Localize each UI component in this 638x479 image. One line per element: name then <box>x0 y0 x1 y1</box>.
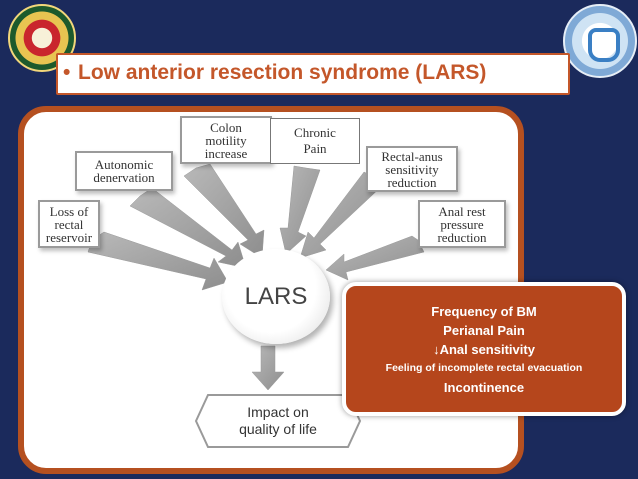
chronic-pain-box: Chronic Pain <box>270 118 360 164</box>
symptom-frequency-bm: Frequency of BM <box>431 303 537 319</box>
impact-quality-of-life: Impact on quality of life <box>194 393 362 449</box>
title-bullet: • <box>63 61 71 84</box>
impact-label: Impact on quality of life <box>239 404 317 437</box>
lars-center-node: LARS <box>222 249 330 344</box>
arrow-anal <box>325 235 425 281</box>
arrow-down <box>251 345 285 391</box>
slide-title: Low anterior resection syndrome (LARS) <box>78 61 487 84</box>
medical-society-logo <box>563 4 637 78</box>
title-bar: • Low anterior resection syndrome (LARS) <box>56 53 570 95</box>
symptoms-box: Frequency of BM Perianal Pain ↓Anal sens… <box>342 282 626 416</box>
symptom-incontinence: Incontinence <box>443 379 525 395</box>
cause-rectal-anus-sensitivity: Rectal-anus sensitivity reduction <box>366 146 458 192</box>
colon-icon <box>588 28 620 62</box>
symptom-anal-sensitivity: ↓Anal sensitivity <box>433 341 535 357</box>
cause-colon-motility-increase: Colon motility increase <box>180 116 272 164</box>
symptom-incomplete-evacuation: Feeling of incomplete rectal evacuation <box>385 361 583 374</box>
cause-autonomic-denervation: Autonomic denervation <box>75 151 173 191</box>
military-emblem-logo <box>8 4 76 72</box>
symptom-perianal-pain: Perianal Pain <box>443 322 525 338</box>
cause-loss-rectal-reservoir: Loss of rectal reservoir <box>38 200 100 248</box>
cause-anal-rest-pressure: Anal rest pressure reduction <box>418 200 506 248</box>
